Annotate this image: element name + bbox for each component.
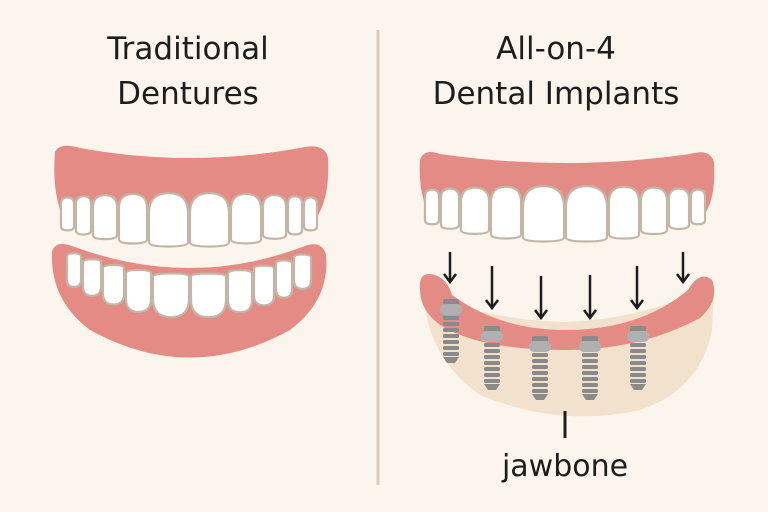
tooth	[521, 184, 566, 243]
lower-teeth	[65, 252, 313, 319]
tooth	[286, 195, 304, 236]
implants	[440, 299, 649, 400]
tooth	[564, 184, 609, 243]
tooth	[117, 192, 149, 245]
tooth	[423, 188, 441, 226]
tooth	[689, 188, 707, 226]
tooth	[261, 194, 288, 240]
tooth	[667, 187, 691, 231]
right-title-line1: All-on-4	[496, 31, 616, 67]
tooth	[65, 252, 83, 289]
implant	[440, 299, 462, 363]
tooth	[459, 186, 491, 235]
down-arrow-icon	[443, 252, 457, 285]
tooth	[147, 192, 190, 248]
implant	[481, 326, 503, 390]
tooth	[489, 185, 523, 240]
tooth	[101, 263, 126, 306]
tooth	[229, 192, 263, 245]
tooth	[292, 253, 313, 290]
tooth	[91, 193, 119, 241]
tooth	[607, 185, 641, 240]
left-title-line1: Traditional	[106, 31, 268, 67]
traditional-dentures-illustration	[51, 145, 329, 358]
implant	[579, 336, 601, 400]
tooth	[639, 186, 669, 236]
tooth	[59, 196, 76, 232]
tooth	[439, 187, 461, 230]
all-on-4-illustration: jawbone	[419, 152, 715, 484]
down-arrow-icon	[534, 276, 548, 321]
tooth	[274, 259, 294, 299]
tooth	[124, 268, 153, 313]
tooth	[189, 272, 228, 319]
implant	[529, 336, 551, 400]
tooth	[226, 269, 254, 314]
jawbone-label: jawbone	[501, 449, 628, 484]
left-title-line2: Dentures	[117, 76, 259, 112]
down-arrow-icon	[676, 252, 690, 285]
implant	[627, 326, 649, 390]
tooth	[302, 196, 319, 232]
upper-teeth	[423, 184, 707, 243]
right-title-line2: Dental Implants	[433, 76, 680, 112]
down-arrow-icon	[485, 266, 499, 311]
tooth	[252, 264, 276, 307]
down-arrow-icon	[583, 275, 597, 321]
tooth	[188, 192, 231, 248]
down-arrow-icon	[630, 266, 644, 311]
tooth	[81, 258, 103, 297]
upper-teeth	[59, 192, 319, 248]
placement-arrows	[443, 252, 690, 321]
tooth	[74, 195, 93, 236]
tooth	[151, 272, 191, 319]
